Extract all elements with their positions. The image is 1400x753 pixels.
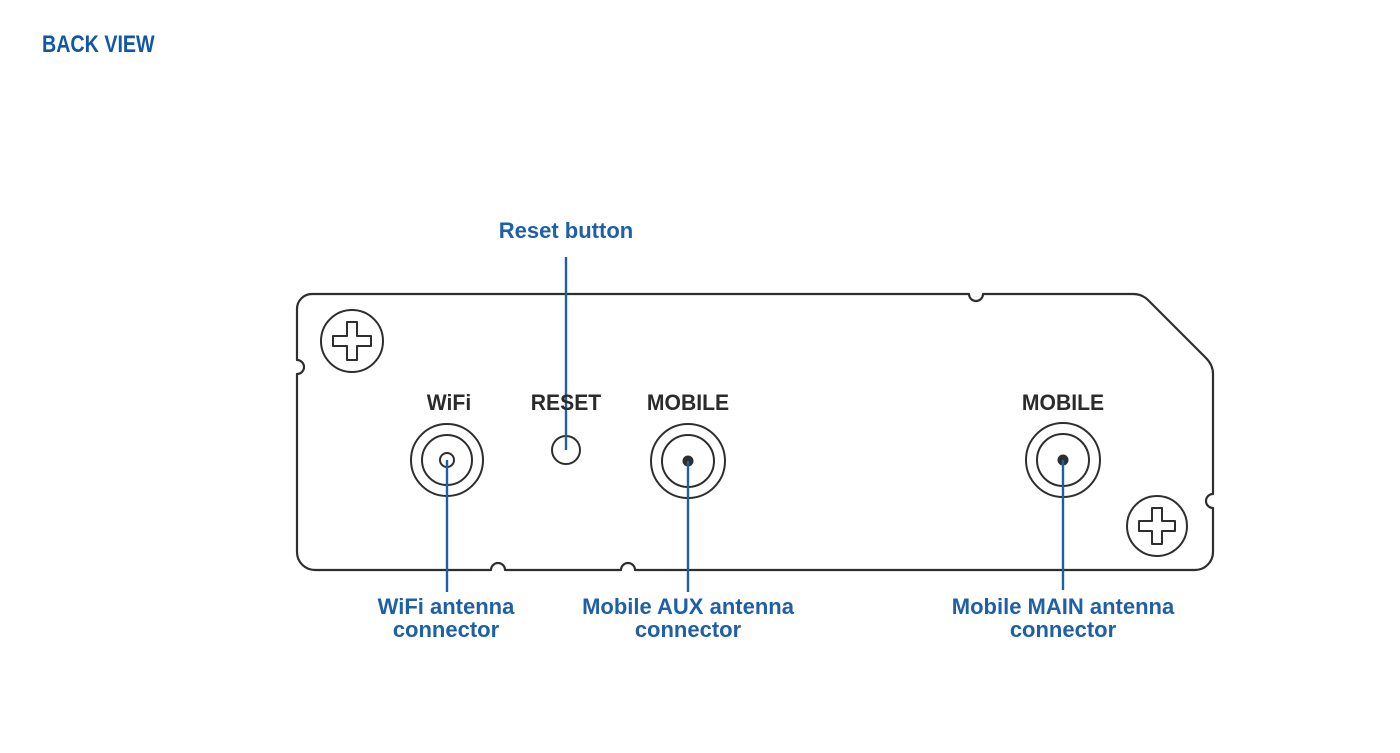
panel-label-reset: RESET [530, 390, 602, 415]
panel-outline [295, 292, 1215, 572]
panel-label-wifi: WiFi [426, 390, 472, 415]
mobile-aux-connector-callout-label: Mobile AUX antenna connector [582, 594, 794, 642]
phillips-screw-icon [1126, 495, 1188, 557]
mobile-aux-connector-icon [650, 423, 726, 592]
page-title: BACK VIEW [42, 31, 155, 58]
phillips-screw-icon [320, 309, 384, 373]
wifi-connector-icon [410, 423, 484, 592]
reset-callout-label: Reset button [498, 218, 634, 243]
mobile-main-connector-callout-label: Mobile MAIN antenna connector [951, 594, 1175, 642]
mobile-main-connector-icon [1025, 422, 1101, 590]
panel-label-mobile-main: MOBILE [1021, 390, 1105, 415]
wifi-connector-callout-label: WiFi antenna connector [377, 594, 515, 642]
panel-label-mobile-aux: MOBILE [646, 390, 730, 415]
